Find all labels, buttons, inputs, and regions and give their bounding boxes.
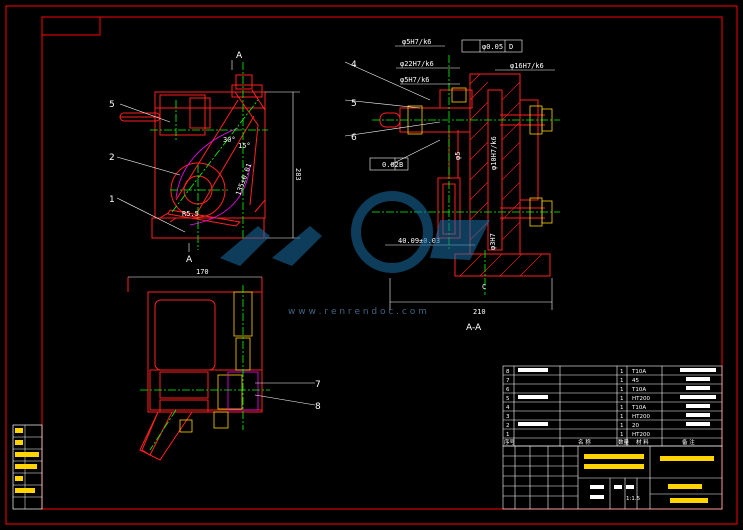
corner-box [41, 16, 101, 36]
dim-bore7: φ5 [454, 152, 462, 160]
watermark-url: w w w . r e n r e n d o c . c o m [288, 307, 427, 317]
dim-offset: 40.09±0.03 [398, 237, 440, 245]
inner-border [41, 16, 723, 510]
bom-no: 6 [506, 387, 510, 393]
dim-bore4: φ16H7/k6 [510, 62, 544, 70]
title-block-bars [584, 454, 714, 503]
bom-mat: T10A [631, 405, 646, 411]
dim-bore5: φ10H7/k6 [490, 136, 498, 170]
section-title: A-A [466, 323, 482, 333]
outer-border [5, 5, 738, 525]
bom-header-note: 备 注 [682, 438, 695, 446]
top-bolts [179, 291, 253, 433]
section-dims [344, 39, 555, 310]
dim-angle-15: 15° [238, 142, 251, 150]
bom-no: 7 [506, 378, 510, 384]
bom-mat: 45 [632, 378, 639, 384]
bom-table [502, 365, 723, 447]
bom-mat: HT200 [632, 432, 650, 438]
balloon-left-5: 5 [109, 100, 115, 110]
bom-no: 8 [506, 369, 510, 375]
bom-header-name: 名 称 [578, 438, 591, 446]
bom-mat: HT200 [632, 414, 650, 420]
dim-radius: R5.5 [182, 210, 199, 218]
bom-name-bars [518, 368, 716, 426]
watermark-glyph-2 [272, 226, 322, 266]
front-dims [116, 60, 300, 252]
position-datum: D [509, 43, 513, 51]
top-centerlines [140, 285, 270, 451]
bom-no: 1 [506, 432, 510, 438]
bom-header-no: 序号 [504, 438, 516, 446]
flatness-value: 0.02 [382, 161, 399, 169]
top-dims [128, 276, 316, 406]
flatness-datum: B [399, 161, 403, 169]
watermark [220, 191, 490, 273]
bom-qty: 1 [620, 396, 624, 402]
front-centerlines [150, 62, 268, 250]
dim-bore3: φ5H7/k6 [400, 76, 430, 84]
bom-mat: T10A [631, 369, 646, 375]
balloon-right-6: 6 [351, 133, 357, 143]
bom-no: 3 [506, 414, 510, 420]
section-view [379, 73, 551, 277]
bom-qty: 1 [620, 405, 624, 411]
title-block-bars-white [590, 485, 634, 499]
watermark-glyph-3 [430, 220, 490, 260]
dim-bore6: φ3H7 [489, 233, 497, 250]
front-hidden [175, 127, 251, 226]
datum-c: C [482, 283, 486, 291]
section-centerlines [372, 55, 560, 295]
bom-no: 4 [506, 405, 510, 411]
dim-bore1: φ5H7/k6 [402, 38, 432, 46]
dim-bore2: φ22H7/k6 [400, 60, 434, 68]
dim-width-right: 210 [473, 308, 486, 316]
bom-header-qty: 数量 [618, 438, 630, 446]
balloon-left-1: 1 [109, 195, 115, 205]
bom-mat: 20 [632, 423, 639, 429]
bom-qty: 1 [620, 369, 624, 375]
bom-no: 5 [506, 396, 510, 402]
bom-mat: T10A [631, 387, 646, 393]
balloon-right-4: 4 [351, 60, 357, 70]
top-view [127, 277, 263, 461]
dim-height-left: 283 [294, 168, 302, 181]
bom-header-mat: 材 料 [636, 438, 649, 446]
watermark-logo-ring [351, 191, 433, 273]
section-hatch [459, 73, 543, 277]
title-block [502, 445, 723, 510]
dim-width-top: 170 [196, 268, 209, 276]
section-mark-bottom: A [186, 255, 193, 265]
bom-qty: 1 [620, 432, 624, 438]
side-strip [12, 424, 43, 510]
balloon-bottom-7: 7 [315, 380, 321, 390]
tb-scale: 1:1.5 [626, 496, 641, 502]
section-mark-top: A [236, 51, 243, 61]
section-bolts [407, 87, 553, 227]
bom-qty: 1 [620, 423, 624, 429]
watermark-glyph-1 [220, 226, 270, 266]
bom-no: 2 [506, 423, 510, 429]
dim-angle-30: 30° [223, 136, 236, 144]
balloon-left-2: 2 [109, 153, 115, 163]
bom-mat: HT200 [632, 396, 650, 402]
dim-radial: 135±0.01 [234, 162, 253, 196]
bom-qty: 1 [620, 378, 624, 384]
bom-qty: 1 [620, 414, 624, 420]
balloon-bottom-8: 8 [315, 402, 321, 412]
position-value: φ0.05 [482, 43, 503, 51]
bom-qty: 1 [620, 387, 624, 393]
bom-rows: 8 1 T10A 7 1 45 6 1 T10A 5 1 HT200 4 1 T… [504, 369, 695, 446]
balloon-right-5: 5 [351, 99, 357, 109]
